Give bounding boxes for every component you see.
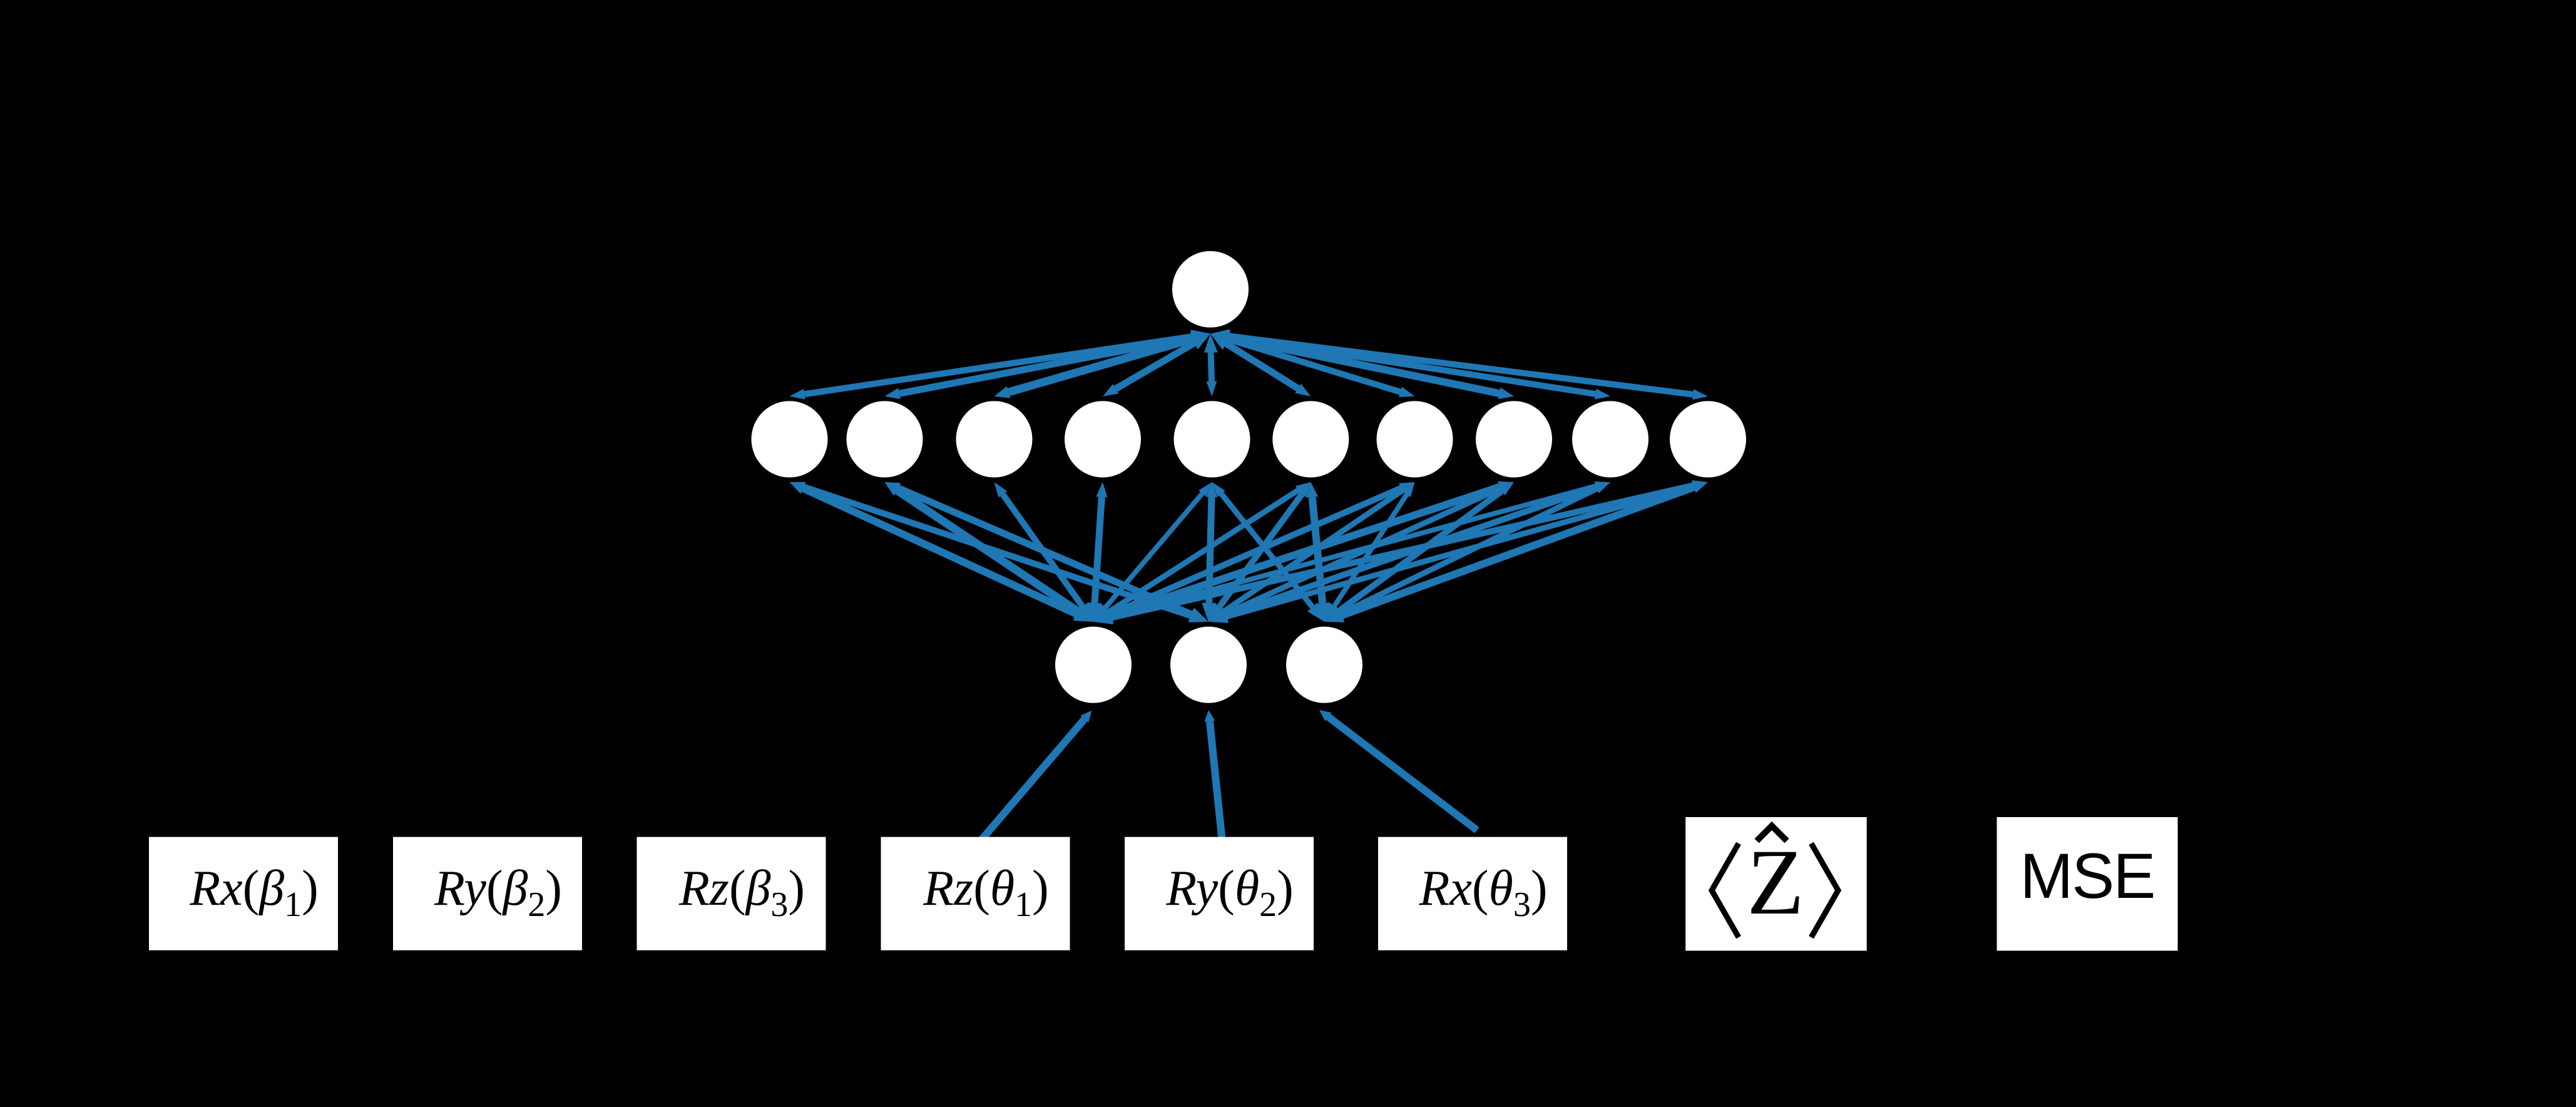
- svg-text:Rz(β3): Rz(β3): [678, 861, 805, 924]
- svg-text:Z: Z: [1747, 830, 1804, 934]
- svg-text:Ry(θ2): Ry(θ2): [1165, 861, 1294, 924]
- svg-text:MSE: MSE: [2020, 840, 2154, 912]
- svg-text:Rx(β1): Rx(β1): [189, 861, 319, 924]
